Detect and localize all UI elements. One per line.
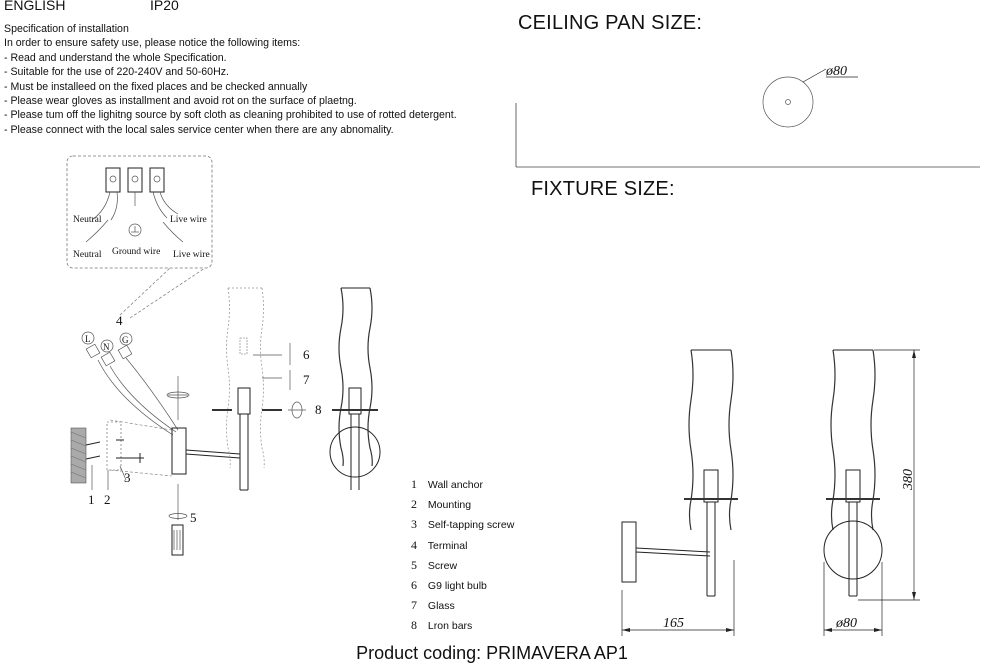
ceiling-diameter-label: ø80	[825, 64, 847, 79]
terminal-l: L	[85, 334, 91, 344]
spec-item: - Please tum off the lighitng source by …	[4, 109, 457, 122]
spec-intro: In order to ensure safety use, please no…	[4, 37, 301, 50]
spec-item: - Must be installeed on the fixed places…	[4, 80, 308, 93]
mounting-assembly	[166, 376, 241, 475]
callout-7: 7	[303, 372, 310, 387]
neutral-label-top: Neutral	[73, 215, 102, 225]
legend-item: 3 Self-tapping screw	[411, 517, 515, 532]
callout-3: 3	[124, 470, 131, 485]
legend-item: 6 G9 light bulb	[411, 578, 487, 593]
callout-8: 8	[315, 402, 322, 417]
fixture-side-view	[621, 349, 738, 597]
wiring-detail: Neutral Live wire Neutral Ground wire Li…	[66, 155, 213, 269]
parts-legend: 1 Wall anchor 2 Mounting 3 Self-tapping …	[411, 475, 514, 637]
height-dimension: 380	[901, 469, 916, 491]
ip-rating: IP20	[150, 0, 179, 13]
legend-item: 1 Wall anchor	[411, 477, 483, 491]
fixture-diameter-dimension: ø80	[835, 616, 857, 631]
live-label-top: Live wire	[170, 215, 207, 225]
callout-1: 1	[88, 492, 95, 507]
callout-5: 5	[190, 510, 197, 525]
legend-item: 4 Terminal	[411, 537, 468, 552]
product-coding: Product coding: PRIMAVERA AP1	[356, 643, 628, 663]
spec-item: - Suitable for the use of 220-240V and 5…	[4, 66, 229, 79]
exploded-lamp-front	[329, 287, 381, 490]
spec-item: - Please connect with the local sales se…	[4, 123, 394, 136]
legend-item: 5 Screw	[411, 557, 458, 572]
terminal-n: N	[103, 342, 110, 352]
terminal-block: L N G	[81, 331, 179, 436]
fixture-size-title: FIXTURE SIZE:	[531, 178, 675, 200]
legend-item: 2 Mounting	[411, 497, 472, 512]
fixture-front-view	[823, 349, 883, 597]
screw-5	[168, 484, 188, 556]
legend-item: 7 Glass	[411, 598, 455, 613]
depth-dimension: 165	[663, 616, 684, 631]
neutral-label-bottom: Neutral	[73, 250, 102, 260]
specification-block: Specification of installation In order t…	[4, 22, 457, 137]
wall-and-anchors	[70, 421, 144, 490]
spec-item: - Read and understand the whole Specific…	[4, 51, 227, 64]
spec-item: - Please wear gloves as installment and …	[4, 95, 357, 108]
ceiling-pan-title: CEILING PAN SIZE:	[518, 12, 703, 34]
legend-item: 8 Lron bars	[411, 618, 473, 633]
live-label-bottom: Live wire	[173, 250, 210, 260]
callout-6: 6	[303, 347, 310, 362]
callout-2: 2	[104, 492, 111, 507]
language-label: ENGLISH	[4, 0, 66, 13]
ceiling-pan-drawing: ø80	[762, 64, 858, 128]
terminal-g: G	[122, 335, 129, 345]
callout-4: 4	[116, 313, 123, 328]
ground-label: Ground wire	[112, 247, 160, 257]
spec-title: Specification of installation	[4, 23, 129, 35]
exploded-lamp-side	[212, 287, 306, 491]
